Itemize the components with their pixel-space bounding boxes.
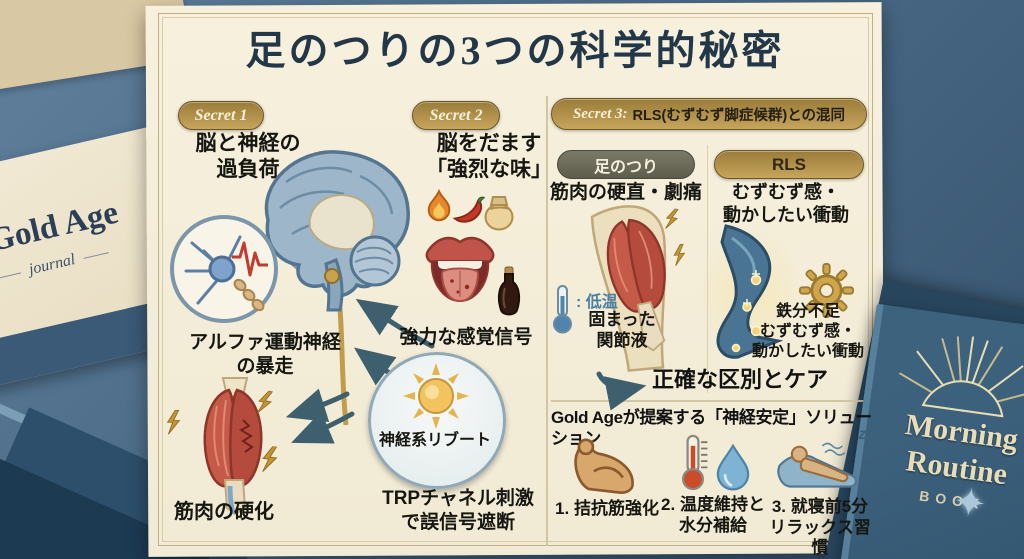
warm-thermometer-icon [681, 434, 708, 491]
trp-caption: TRPチャネル刺激 で誤信号遮断 [382, 488, 534, 533]
solution-item-2: 2. 温度維持と 水分補給 [660, 434, 766, 536]
muscle-caption: 筋肉の硬化 [174, 501, 274, 523]
solution-item-label: 3. 就寝前5分 リラックス習慣 [769, 497, 871, 558]
sauce-bottle-icon [497, 266, 521, 316]
mouth-illustration [425, 236, 495, 303]
secret3-badge-prefix: Secret 3: [572, 105, 628, 122]
secret2-badge: Secret 2 [412, 101, 500, 130]
neuron-magnifier-illustration [170, 215, 278, 323]
reboot-caption: 神経系リブート [378, 432, 491, 449]
sunburst-icon [899, 336, 1024, 418]
cold-thermometer-icon [553, 285, 572, 334]
lightning-icon [262, 445, 278, 472]
lightning-icon [665, 208, 679, 229]
rule-line [0, 271, 22, 279]
cold-caption: : 低温 [576, 294, 618, 311]
solution-item-label: 1. 拮抗筋強化 [555, 499, 659, 518]
chili-icon [452, 196, 486, 223]
secret1-heading: 脳と神経の 過負荷 [195, 132, 301, 182]
joint-caption: 固まった 関節液 [588, 310, 656, 351]
lightning-icon [673, 243, 686, 267]
water-drop-icon [716, 444, 750, 491]
rls-leg-illustration [699, 224, 803, 359]
gear-icon [799, 263, 854, 318]
cramp-heading: 筋肉の硬直・劇痛 [549, 182, 702, 203]
zzz-label: zZ [858, 426, 876, 443]
book-cover: Morning Routine BOOK ✦ [839, 303, 1024, 559]
rls-badge: RLS [714, 150, 864, 179]
curved-arrow [291, 411, 355, 444]
solution-item-1: 1. 拮抗筋強化 [552, 438, 662, 520]
sleeping-person-icon [777, 442, 857, 488]
fire-icon [427, 189, 451, 222]
jar-icon [484, 196, 514, 231]
cramp-badge: 足のつり [557, 150, 695, 179]
secret3-badge-title: RLS(むずむず脚症候群)との混同 [632, 107, 846, 124]
brain-illustration [264, 150, 410, 312]
care-caption: 正確な区別とケア [652, 367, 829, 392]
secret1-badge: Secret 1 [178, 101, 264, 130]
solution-item-label: 2. 温度維持と 水分補給 [661, 495, 765, 535]
curved-arrow [355, 298, 435, 349]
sun-icon [403, 363, 469, 429]
rule-line [82, 251, 109, 259]
reboot-circle [368, 352, 506, 489]
lightning-icon [257, 390, 274, 414]
calf-muscle-illustration [590, 205, 667, 372]
lightning-icon [166, 410, 181, 435]
care-arrow-icon [596, 371, 647, 411]
flex-arm-icon [574, 438, 634, 494]
curved-arrow [285, 388, 350, 423]
rls-heading: むずむず感・ 動かしたい衝動 [723, 182, 849, 225]
solution-item-3: zZ 3. 就寝前5分 リラックス習慣 [764, 426, 876, 559]
secret3-badge: Secret 3: RLS(むずむず脚症候群)との混同 [551, 98, 867, 130]
signal-caption: 強力な感覚信号 [399, 327, 533, 348]
muscle-illustration [203, 377, 263, 516]
secret2-heading: 脳をだます 「強烈な味」 [426, 132, 552, 182]
sparkle-icon: ✦ [949, 479, 990, 528]
iron-caption: 鉄分不足 むずむず感・ 動かしたい衝動 [751, 303, 864, 360]
neuron-caption: アルファ運動神経 の暴走 [189, 332, 341, 377]
page-title: 足のつりの3つの科学的秘密 [245, 28, 785, 73]
solution-divider [551, 400, 875, 402]
section-divider-vertical [546, 96, 548, 546]
